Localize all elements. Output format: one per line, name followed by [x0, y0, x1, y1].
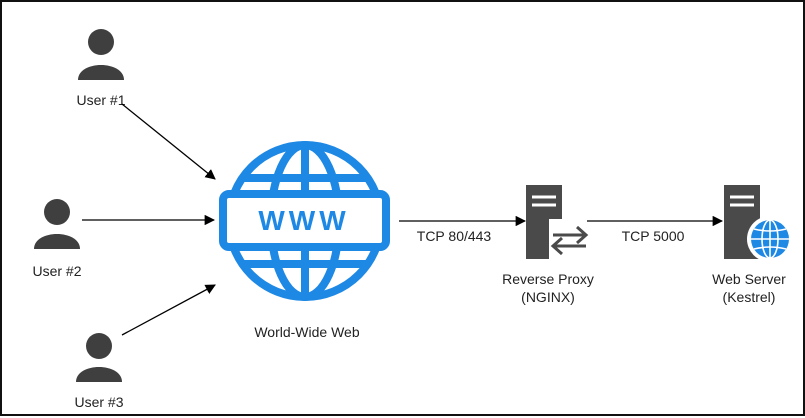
- user-2-person-icon: [34, 199, 80, 249]
- web-server-label-line1: Web Server: [712, 271, 786, 287]
- server-proxy-icon: [526, 185, 589, 259]
- user-1-label: User #1: [76, 92, 125, 108]
- www-badge: WWW: [219, 190, 390, 251]
- reverse-proxy-label-line2: (NGINX): [521, 289, 575, 305]
- user-3-person-icon: [76, 333, 122, 382]
- arrow-user1-to-web: [121, 103, 216, 180]
- user-1-person-icon: [78, 29, 124, 80]
- server-globe-icon: [724, 185, 793, 262]
- user-2-label: User #2: [32, 263, 81, 279]
- arrow-user3-to-web: [121, 284, 216, 336]
- tcp-80-443-label: TCP 80/443: [417, 228, 492, 244]
- web-server-label-line2: (Kestrel): [723, 289, 776, 305]
- world-wide-web-label: World-Wide Web: [254, 324, 360, 340]
- www-badge-text: WWW: [258, 205, 349, 236]
- tcp-5000-label: TCP 5000: [622, 228, 685, 244]
- user-3-label: User #3: [74, 394, 123, 410]
- reverse-proxy-label-line1: Reverse Proxy: [502, 271, 594, 287]
